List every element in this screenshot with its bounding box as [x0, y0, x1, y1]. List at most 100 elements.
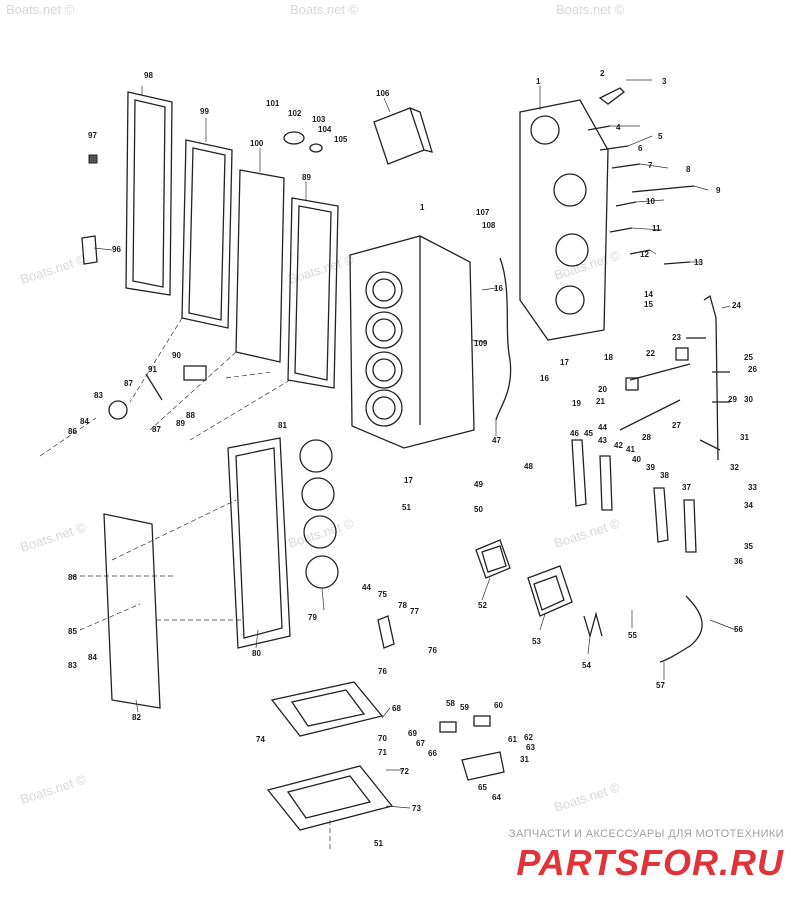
part-100-plate [235, 169, 285, 363]
callout-44: 44 [598, 423, 607, 432]
callout-62: 62 [524, 733, 533, 742]
callout-37: 37 [682, 483, 691, 492]
callout-10: 10 [646, 197, 655, 206]
callout-63: 63 [526, 743, 535, 752]
part-98-cover-gasket [125, 91, 173, 296]
callout-97: 97 [88, 131, 97, 140]
part-54-spring [583, 611, 603, 639]
callout-34: 34 [744, 501, 753, 510]
callout-58: 58 [446, 699, 455, 708]
callout-43: 43 [598, 436, 607, 445]
callout-77: 77 [410, 607, 419, 616]
callout-48: 48 [524, 462, 533, 471]
callout-70: 70 [378, 734, 387, 743]
callout-25: 25 [744, 353, 753, 362]
callout-64: 64 [492, 793, 501, 802]
callout-87: 87 [152, 425, 161, 434]
callout-83: 83 [94, 391, 103, 400]
callout-39: 39 [646, 463, 655, 472]
part-102-cover [283, 131, 323, 153]
part-81-cylinder-head [227, 437, 291, 649]
callout-36: 36 [734, 557, 743, 566]
callout-14: 14 [644, 290, 653, 299]
callout-81: 81 [278, 421, 287, 430]
callout-109: 109 [474, 339, 488, 348]
brand-logo: PARTSFOR.RU [516, 842, 784, 883]
callout-104: 104 [318, 125, 332, 134]
callout-79: 79 [308, 613, 317, 622]
callout-99: 99 [200, 107, 209, 116]
callout-106: 106 [376, 89, 390, 98]
callout-85: 85 [68, 627, 77, 636]
part-22-rod [629, 347, 691, 381]
watermark-text: Boats.net © [286, 515, 356, 550]
callout-33: 33 [748, 483, 757, 492]
callout-76: 76 [428, 646, 437, 655]
callout-12: 12 [640, 250, 649, 259]
part-56-hose [659, 595, 703, 663]
callout-100: 100 [250, 139, 264, 148]
callout-31: 31 [740, 433, 749, 442]
part-sensors [108, 365, 207, 420]
callout-73: 73 [412, 804, 421, 813]
callout-67: 67 [416, 739, 425, 748]
callout-13: 13 [694, 258, 703, 267]
part-106-box [373, 107, 433, 165]
callout-84: 84 [80, 417, 89, 426]
part-73-adapter-plate [266, 765, 394, 831]
callout-20: 20 [598, 385, 607, 394]
callout-22: 22 [646, 349, 655, 358]
callout-5: 5 [658, 132, 663, 141]
callout-47: 47 [492, 436, 501, 445]
part-24-linkage-rod [686, 294, 730, 461]
callout-15: 15 [644, 300, 653, 309]
callout-35: 35 [744, 542, 753, 551]
callout-98: 98 [144, 71, 153, 80]
callout-102: 102 [288, 109, 302, 118]
part-linkage-cluster [439, 715, 505, 781]
callout-80: 80 [252, 649, 261, 658]
part-97-bolt [88, 154, 98, 164]
callout-2: 2 [600, 69, 605, 78]
callout-30: 30 [744, 395, 753, 404]
callout-88: 88 [186, 411, 195, 420]
callout-78: 78 [398, 601, 407, 610]
watermark-text: Boats.net © [6, 2, 75, 17]
brand-tagline: ЗАПЧАСТИ И АКСЕССУАРЫ ДЛЯ МОТОТЕХНИКИ [508, 828, 784, 840]
callout-89: 89 [302, 173, 311, 182]
watermark-text: Boats.net © [556, 2, 625, 17]
watermark-text: Boats.net © [552, 779, 622, 814]
part-89-gasket [287, 197, 339, 389]
callout-90: 90 [172, 351, 181, 360]
callout-103: 103 [312, 115, 326, 124]
callout-65: 65 [478, 783, 487, 792]
part-cylinder-block [349, 235, 475, 449]
callout-28: 28 [642, 433, 651, 442]
part-connecting-rods [571, 439, 697, 553]
callout-32: 32 [730, 463, 739, 472]
callout-69: 69 [408, 729, 417, 738]
callout-68: 68 [392, 704, 401, 713]
callout-27: 27 [672, 421, 681, 430]
part-2-bracket [598, 87, 625, 105]
callout-66: 66 [428, 749, 437, 758]
callout-51: 51 [374, 839, 383, 848]
part-1-crankcase [519, 99, 609, 341]
watermark-text: Boats.net © [290, 2, 359, 17]
callout-31: 31 [520, 755, 529, 764]
callout-44: 44 [362, 583, 371, 592]
part-53-reed-block [527, 565, 573, 617]
callout-54: 54 [582, 661, 591, 670]
part-28-rod [619, 399, 681, 431]
callout-55: 55 [628, 631, 637, 640]
callout-61: 61 [508, 735, 517, 744]
callout-91: 91 [148, 365, 157, 374]
callout-52: 52 [478, 601, 487, 610]
callout-42: 42 [614, 441, 623, 450]
callout-60: 60 [494, 701, 503, 710]
callout-26: 26 [748, 365, 757, 374]
part-bolts-right [587, 125, 695, 265]
callout-76: 76 [378, 667, 387, 676]
callout-56: 56 [734, 625, 743, 634]
